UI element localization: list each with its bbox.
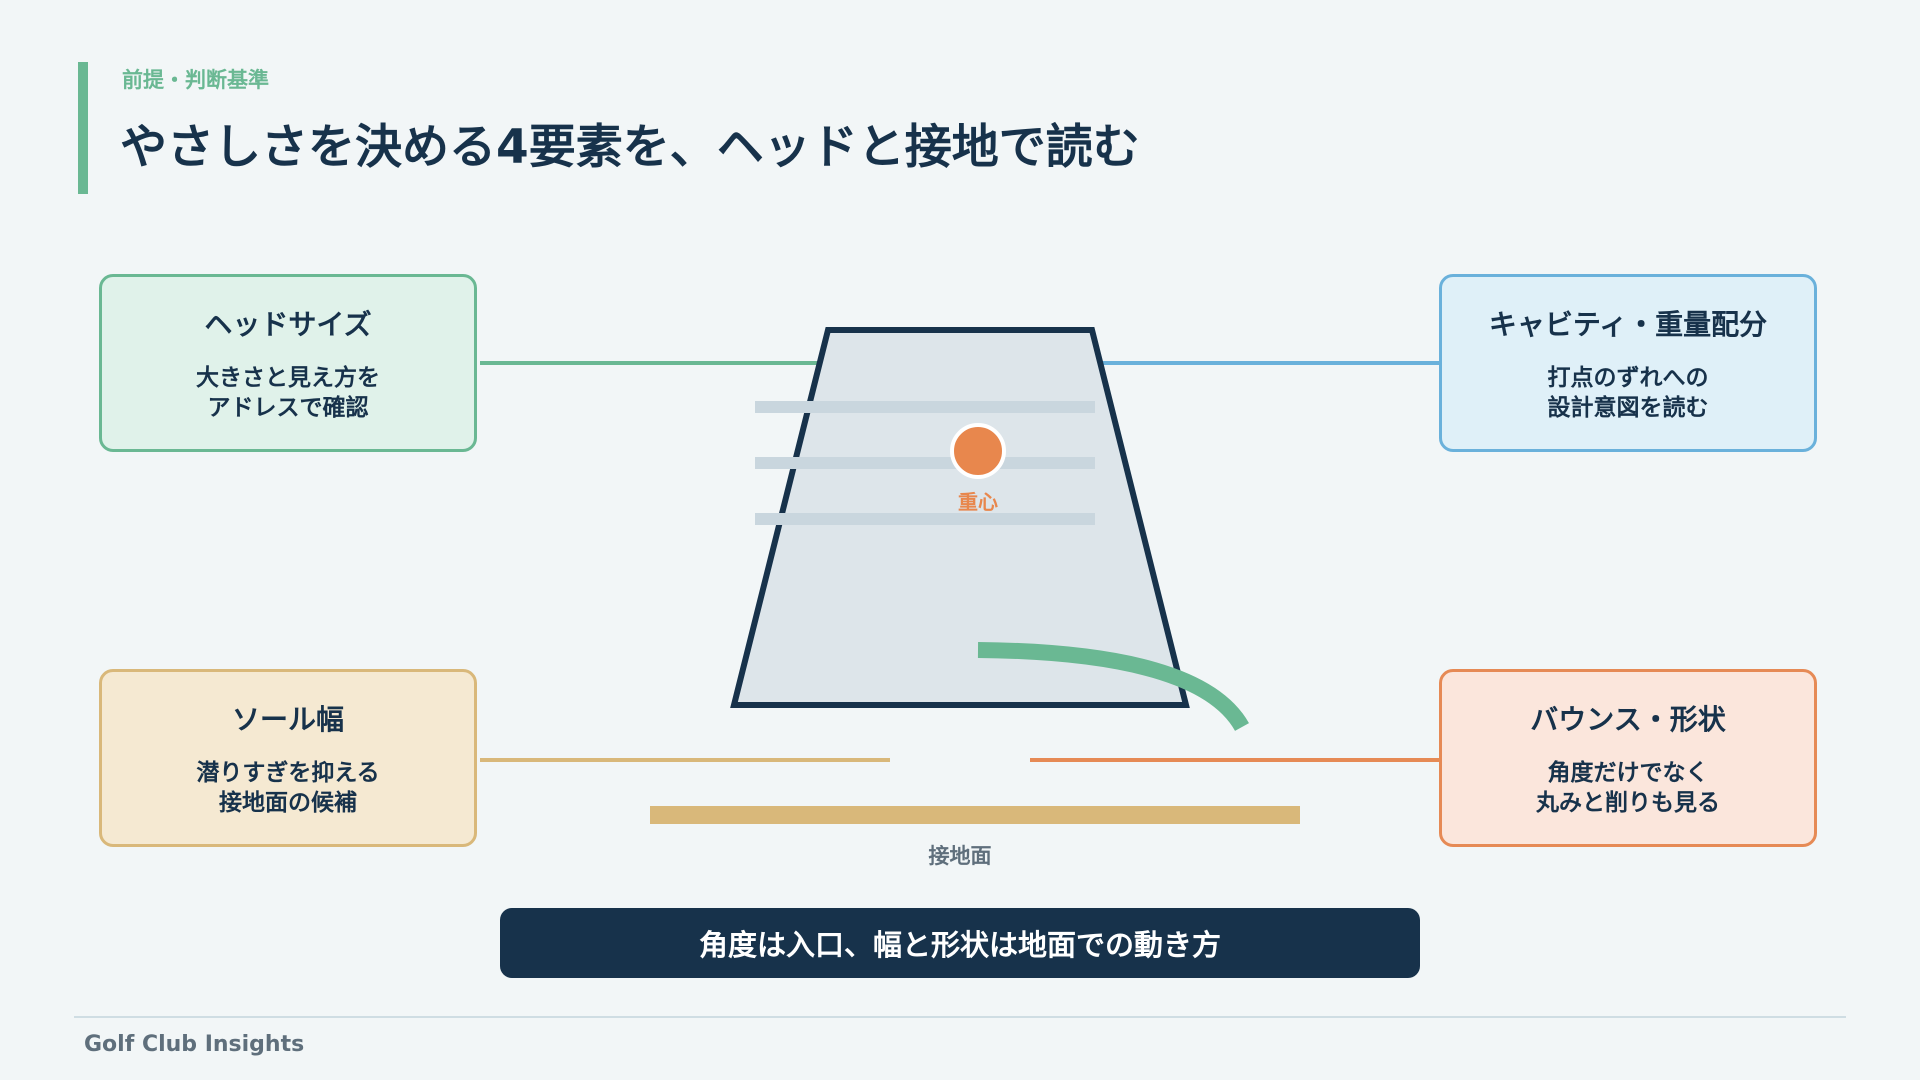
card-head-size: ヘッドサイズ 大きさと見え方を アドレスで確認 (99, 274, 477, 452)
groove-line-1 (755, 401, 1095, 413)
card-cavity-title: キャビティ・重量配分 (1488, 308, 1768, 341)
card-head-size-desc: 大きさと見え方を アドレスで確認 (196, 365, 380, 421)
center-of-gravity-label: 重心 (958, 490, 998, 514)
groove-line-3 (755, 513, 1095, 525)
ground-surface-bar (650, 806, 1300, 824)
footer-divider (74, 1016, 1846, 1018)
section-eyebrow: 前提・判断基準 (122, 68, 269, 92)
ground-surface-label: 接地面 (928, 844, 992, 868)
card-bounce-desc: 角度だけでなく 丸みと削りも見る (1536, 760, 1720, 816)
card-sole-width-desc: 潜りすぎを抑える 接地面の候補 (196, 760, 380, 816)
card-bounce-title: バウンス・形状 (1530, 703, 1726, 736)
card-bounce-shape: バウンス・形状 角度だけでなく 丸みと削りも見る (1439, 669, 1817, 847)
card-cavity-weight: キャビティ・重量配分 打点のずれへの 設計意図を読む (1439, 274, 1817, 452)
bounce-curve (977, 642, 1249, 732)
center-of-gravity-marker (950, 423, 1006, 479)
header-accent-bar (78, 62, 88, 194)
footer-brand: Golf Club Insights (84, 1032, 305, 1057)
card-head-size-title: ヘッドサイズ (204, 308, 372, 341)
card-sole-width-title: ソール幅 (231, 703, 344, 736)
groove-line-2 (755, 457, 1095, 469)
summary-banner: 角度は入口、幅と形状は地面での動き方 (500, 908, 1420, 978)
page-title: やさしさを決める4要素を、ヘッドと接地で読む (120, 120, 1140, 175)
summary-banner-text: 角度は入口、幅と形状は地面での動き方 (698, 928, 1221, 962)
card-cavity-desc: 打点のずれへの 設計意図を読む (1547, 365, 1709, 421)
card-sole-width: ソール幅 潜りすぎを抑える 接地面の候補 (99, 669, 477, 847)
